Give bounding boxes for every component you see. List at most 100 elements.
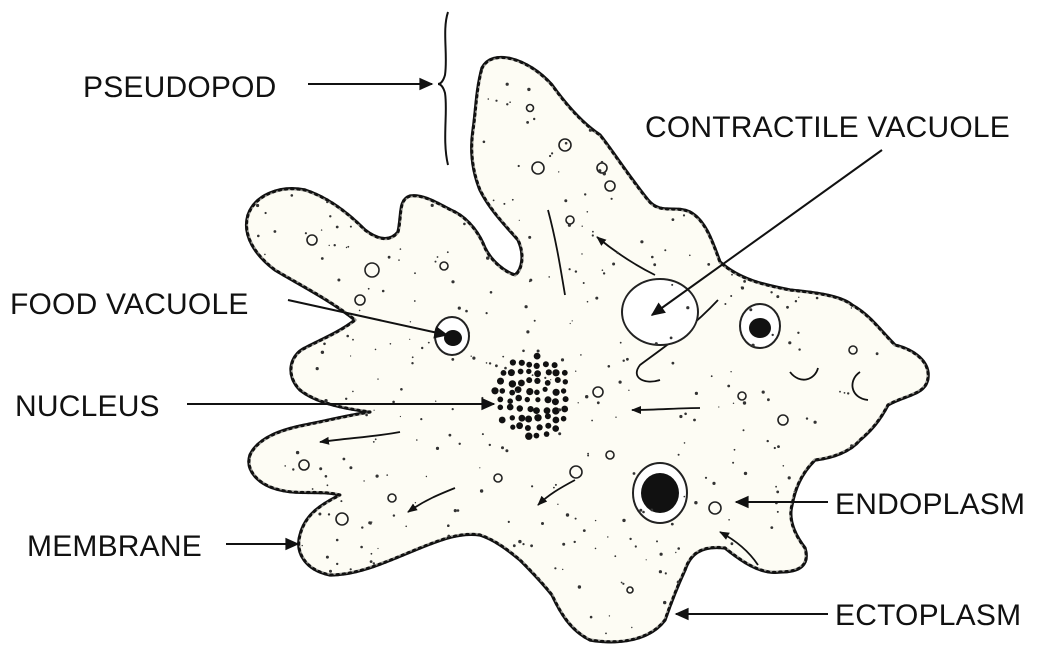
stipple-dot — [522, 543, 524, 545]
nucleus-granule — [552, 398, 559, 405]
nucleus-granule — [552, 362, 558, 368]
nucleus-granule — [508, 369, 515, 376]
stipple-dot — [495, 100, 497, 102]
stipple-dot — [400, 388, 403, 391]
stipple-dot — [558, 408, 561, 411]
stipple-dot — [611, 198, 613, 200]
stipple-dot — [671, 284, 673, 286]
nucleus-granule — [561, 416, 567, 422]
stipple-dot — [350, 226, 352, 228]
stipple-dot — [601, 161, 604, 164]
nucleus-granule — [563, 379, 568, 384]
stipple-dot — [343, 458, 346, 461]
label-ectoplasm-group: ECTOPLASM — [676, 599, 1021, 632]
stipple-dot — [495, 364, 498, 367]
stipple-dot — [435, 401, 436, 402]
stipple-dot — [373, 562, 375, 564]
stipple-dot — [612, 263, 615, 266]
stipple-dot — [377, 548, 378, 549]
stipple-dot — [659, 570, 662, 573]
stipple-dot — [346, 335, 349, 338]
stipple-dot — [368, 288, 370, 290]
stipple-dot — [572, 320, 573, 321]
stipple-dot — [493, 200, 495, 202]
stipple-dot — [544, 377, 546, 379]
stipple-dot — [731, 274, 733, 276]
stipple-dot — [580, 354, 582, 356]
stipple-dot — [847, 392, 849, 394]
nucleus-granule — [519, 415, 526, 422]
stipple-dot — [412, 356, 414, 358]
stipple-dot — [558, 171, 559, 172]
stipple-dot — [337, 279, 340, 282]
nucleus-granule — [507, 398, 513, 404]
stipple-dot — [518, 540, 521, 543]
stipple-dot — [568, 224, 571, 227]
stipple-dot — [734, 449, 736, 451]
stipple-dot — [665, 572, 667, 574]
stipple-dot — [592, 231, 594, 233]
stipple-dot — [526, 330, 529, 333]
stipple-dot — [529, 281, 531, 283]
stipple-dot — [370, 522, 372, 524]
stipple-dot — [373, 441, 375, 443]
nucleus-granule — [537, 424, 543, 430]
stipple-dot — [653, 263, 656, 266]
stipple-dot — [513, 544, 516, 547]
stipple-dot — [411, 362, 413, 364]
stipple-dot — [603, 172, 606, 175]
stipple-dot — [377, 378, 378, 379]
stipple-dot — [605, 633, 607, 635]
stipple-dot — [482, 433, 484, 435]
stipple-dot — [308, 346, 309, 347]
stipple-dot — [512, 199, 514, 201]
stipple-dot — [479, 467, 480, 468]
nucleus-granule — [526, 377, 532, 383]
nucleus-granule — [545, 423, 551, 429]
stipple-dot — [730, 371, 731, 372]
stipple-dot — [743, 280, 746, 283]
stipple-dot — [555, 484, 557, 486]
stipple-dot — [798, 348, 800, 350]
contractile-vacuole — [622, 279, 698, 345]
stipple-dot — [435, 261, 437, 263]
stipple-dot — [501, 446, 504, 449]
stipple-dot — [382, 290, 385, 293]
stipple-dot — [527, 88, 530, 91]
stipple-dot — [265, 212, 267, 214]
stipple-dot — [851, 307, 852, 308]
stipple-dot — [795, 300, 797, 302]
stipple-dot — [318, 513, 321, 516]
stipple-dot — [575, 270, 577, 272]
stipple-dot — [437, 256, 439, 258]
stipple-dot — [741, 286, 743, 288]
stipple-dot — [329, 215, 331, 217]
stipple-dot — [631, 627, 632, 628]
stipple-dot — [486, 312, 488, 314]
stipple-dot — [633, 472, 636, 475]
stipple-dot — [329, 570, 332, 573]
stipple-dot — [656, 540, 658, 542]
stipple-dot — [660, 553, 663, 556]
stipple-dot — [590, 616, 593, 619]
stipple-dot — [777, 445, 780, 448]
stipple-dot — [400, 416, 401, 417]
stipple-dot — [598, 169, 601, 172]
stipple-dot — [249, 456, 251, 458]
stipple-dot — [640, 240, 643, 243]
stipple-dot — [481, 397, 483, 399]
stipple-dot — [583, 282, 585, 284]
stipple-dot — [326, 201, 328, 203]
stipple-dot — [530, 544, 533, 547]
nucleus-granule — [543, 387, 548, 392]
nucleus-granule — [562, 370, 568, 376]
stipple-dot — [534, 320, 536, 322]
nucleus-granule — [497, 378, 504, 385]
stipple-dot — [743, 401, 746, 404]
stipple-dot — [365, 414, 368, 417]
stipple-dot — [375, 349, 377, 351]
stipple-dot — [323, 343, 326, 346]
stipple-dot — [553, 487, 555, 489]
nucleus-granule — [509, 380, 516, 387]
nucleus-granule — [535, 397, 540, 402]
